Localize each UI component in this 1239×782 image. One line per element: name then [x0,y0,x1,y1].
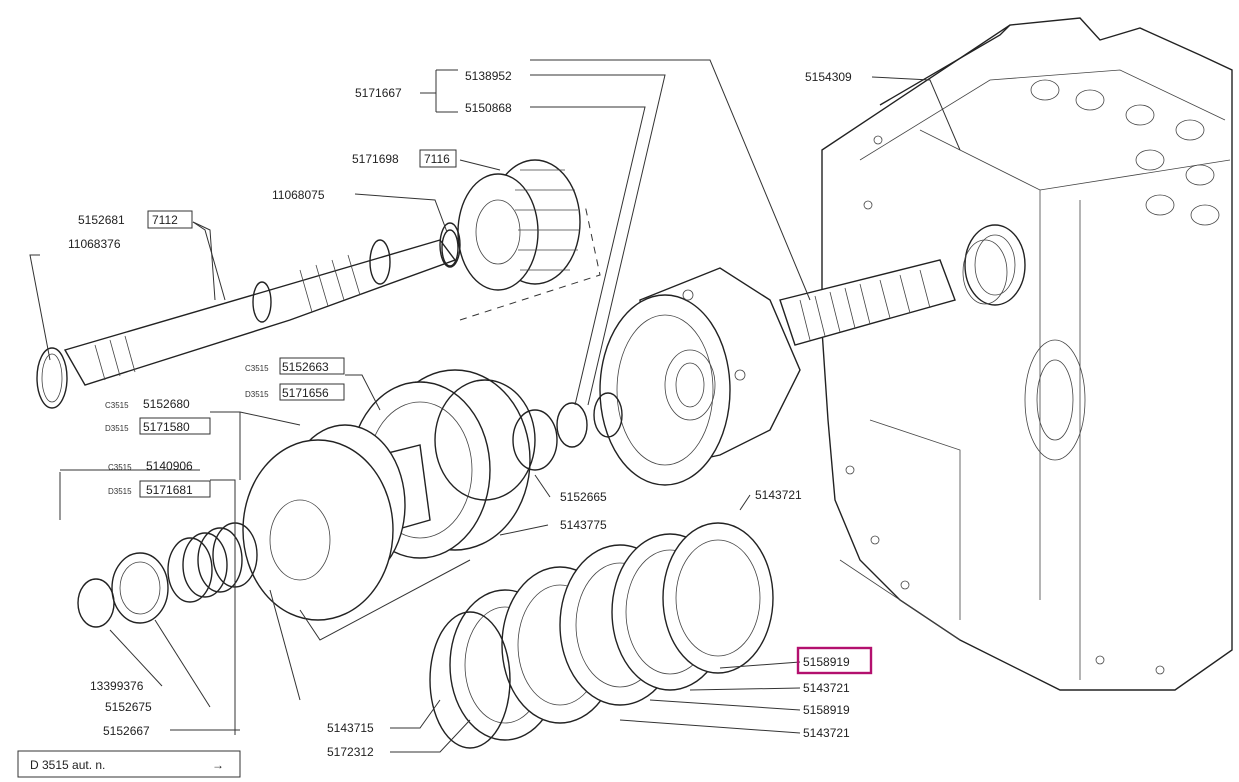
label-7116: 7116 [424,152,450,166]
footer-box [17,750,241,778]
highlight-box [796,646,873,675]
label-5171698: 5171698 [352,152,399,166]
sun-gear [457,159,581,291]
spring-plate [242,439,394,621]
label-5138952: 5138952 [465,69,512,83]
label-5150868: 5150868 [465,101,512,115]
label-5171656: 5171656 [282,386,329,400]
label-5143775: 5143775 [560,518,607,532]
footer-text: D 3515 aut. n. [30,758,105,772]
label-5171667: 5171667 [355,86,402,100]
leader-lines [29,59,961,753]
label-5143721-top: 5143721 [755,488,802,502]
snap-ring-lower [429,611,511,749]
box-7112 [147,210,193,229]
clutch-discs [449,522,774,741]
prefix-d3515-a: D3515 [245,390,269,399]
ring-left [36,347,68,409]
transmission-housing [821,17,1233,691]
label-5152680: 5152680 [143,397,190,411]
label-5171681: 5171681 [146,483,193,497]
label-5171580: 5171580 [143,420,190,434]
snap-ring-gear [439,222,461,268]
prefix-c3515-b: C3515 [105,401,129,410]
label-5143715: 5143715 [327,721,374,735]
box-c3515-5152663 [279,357,345,375]
prefix-d3515-b: D3515 [105,424,129,433]
prefix-c3515-c: C3515 [108,463,132,472]
label-5152663: 5152663 [282,360,329,374]
label-13399376: 13399376 [90,679,144,693]
label-5140906: 5140906 [146,459,193,473]
label-5154309: 5154309 [805,70,852,84]
label-5152675: 5152675 [105,700,152,714]
label-5158919-highlighted: 5158919 [803,655,850,669]
planet-carrier [599,267,801,486]
part-labels: 5171667 5138952 5150868 5154309 5171698 … [30,69,852,772]
washer [111,552,169,624]
thrust-ring [556,402,588,448]
label-5152681: 5152681 [78,213,125,227]
label-5172312: 5172312 [327,745,374,759]
label-5143721-b3: 5143721 [803,726,850,740]
prefix-d3515-c: D3515 [108,487,132,496]
label-11068376: 11068376 [68,237,121,251]
input-shaft [63,229,459,386]
label-5152665: 5152665 [560,490,607,504]
o-ring [434,379,536,501]
label-5152667: 5152667 [103,724,150,738]
box-d3515-5171656 [279,383,345,401]
footer-arrow-icon: → [212,758,224,772]
label-7112: 7112 [152,213,178,227]
box-d3515-5171580 [139,417,211,435]
prefix-c3515-a: C3515 [245,364,269,373]
label-11068075: 11068075 [272,188,325,202]
seal-ring [512,409,558,471]
label-5143721-b1: 5143721 [803,681,850,695]
box-7116 [419,149,457,168]
output-shaft [779,224,1026,346]
label-5158919-b2: 5158919 [803,703,850,717]
circlip [77,578,115,628]
box-d3515-5171681 [139,480,211,498]
